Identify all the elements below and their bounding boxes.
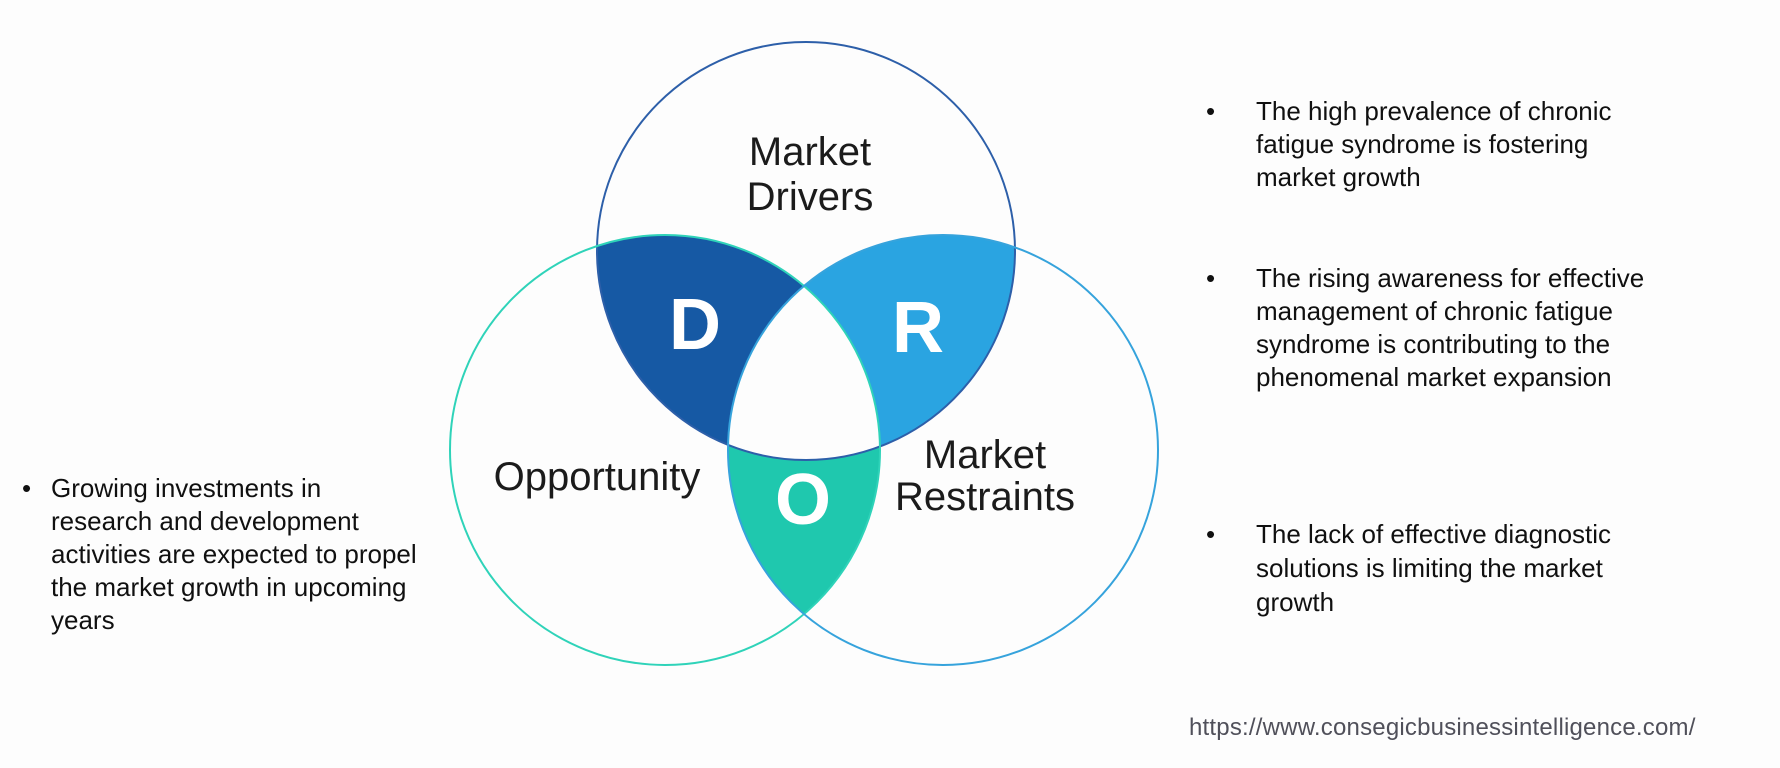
drivers-circle-outline (596, 41, 1016, 461)
driver-bullet-2-text: The rising awareness for effective manag… (1256, 263, 1645, 392)
triple-overlap (728, 235, 880, 460)
bullet-marker: • (1206, 263, 1216, 293)
restraint-bullet-text: The lack of effective diagnostic solutio… (1256, 519, 1612, 617)
restraints-circle-outline (727, 234, 1159, 666)
driver-bullet-2: • The rising awareness for effective man… (1198, 262, 1644, 394)
restraint-bullet: • The lack of effective diagnostic solut… (1198, 517, 1611, 619)
bullet-marker: • (22, 473, 32, 503)
drivers-overlap-letter: D (669, 285, 721, 365)
drivers-label: Market Drivers (746, 130, 874, 219)
bullet-marker: • (1206, 96, 1216, 126)
restraints-overlap-letter: R (892, 288, 944, 368)
restraints-label: Market Restraints (894, 433, 1076, 519)
driver-bullet-1-text: The high prevalence of chronic fatigue s… (1256, 96, 1612, 192)
opportunity-bullet-text: Growing investments in research and deve… (51, 473, 417, 635)
source-url: https://www.consegicbusinessintelligence… (1189, 714, 1696, 741)
opportunity-overlap-letter: O (774, 460, 831, 540)
opportunity-label: Opportunity (493, 455, 701, 499)
bullet-marker: • (1206, 519, 1216, 549)
driver-bullet-1: • The high prevalence of chronic fatigue… (1198, 95, 1612, 194)
opportunity-bullet: • Growing investments in research and de… (18, 472, 417, 637)
opportunity-circle-outline (449, 234, 881, 666)
